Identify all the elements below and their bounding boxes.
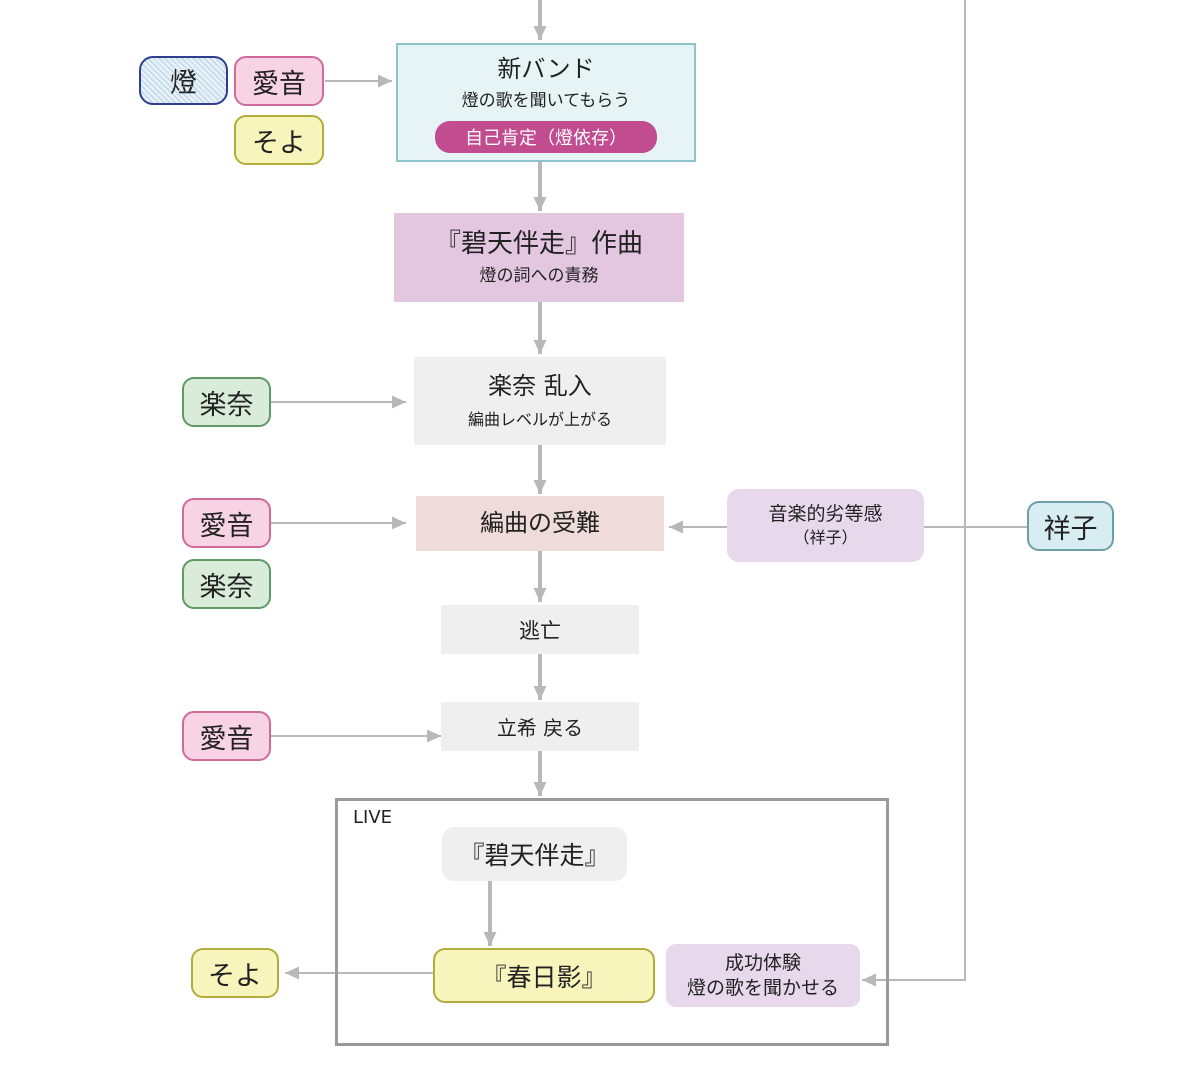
node-arrangement: 編曲の受難 [416, 496, 664, 551]
composition-title: 『碧天伴走』作曲 [434, 228, 643, 259]
new-band-title: 新バンド [497, 55, 595, 84]
node-return: 立希 戻る [441, 702, 639, 751]
char-rana-1: 楽奈 [182, 377, 271, 427]
success-line1: 成功体験 [724, 951, 801, 974]
node-song-hekiten: 『碧天伴走』 [442, 827, 627, 881]
inferiority-line2: （祥子） [793, 528, 858, 548]
char-anon-3: 愛音 [182, 711, 271, 761]
live-frame [335, 798, 889, 1046]
char-anon-2: 愛音 [182, 498, 271, 548]
node-rana-join: 楽奈 乱入 編曲レベルが上がる [414, 357, 666, 445]
char-rana-2: 楽奈 [182, 559, 271, 609]
rana-join-subtitle: 編曲レベルが上がる [467, 410, 612, 430]
inferiority-line1: 音楽的劣等感 [768, 502, 883, 525]
success-line2: 燈の歌を聞かせる [686, 976, 839, 999]
node-composition: 『碧天伴走』作曲 燈の詞への責務 [394, 213, 684, 302]
node-success: 成功体験 燈の歌を聞かせる [666, 944, 860, 1007]
composition-subtitle: 燈の詞への責務 [479, 266, 599, 287]
escape-title: 逃亡 [519, 618, 561, 643]
arrangement-title: 編曲の受難 [480, 508, 600, 537]
rana-join-title: 楽奈 乱入 [488, 372, 592, 400]
node-new-band: 新バンド 燈の歌を聞いてもらう 自己肯定（燈依存） [396, 43, 696, 162]
char-soyo-bottom: そよ [191, 948, 279, 998]
char-tomori: 燈 [139, 56, 228, 105]
song-haruhikage-title: 『春日影』 [481, 962, 607, 992]
live-label: LIVE [353, 807, 393, 828]
node-escape: 逃亡 [441, 605, 639, 654]
node-song-haruhikage: 『春日影』 [433, 948, 655, 1003]
return-title: 立希 戻る [496, 716, 584, 740]
feedback-line-to-success [862, 0, 966, 987]
song-hekiten-title: 『碧天伴走』 [459, 841, 610, 870]
new-band-tag: 自己肯定（燈依存） [435, 120, 657, 153]
char-anon-top: 愛音 [234, 56, 324, 106]
node-inferiority: 音楽的劣等感 （祥子） [727, 489, 924, 562]
char-sakiko: 祥子 [1027, 501, 1114, 551]
new-band-subtitle: 燈の歌を聞いてもらう [461, 90, 631, 111]
char-soyo-top: そよ [234, 115, 324, 165]
